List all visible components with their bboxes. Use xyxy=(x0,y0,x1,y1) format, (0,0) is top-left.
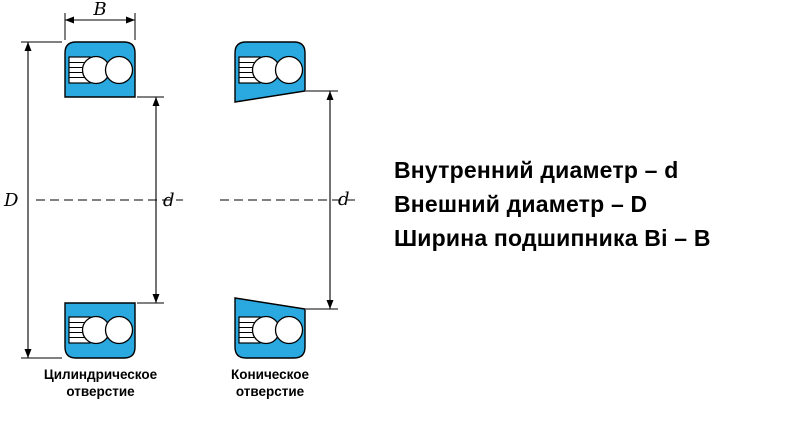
legend-line-width: Ширина подшипника Bi – B xyxy=(394,225,711,251)
legend-line-inner-diameter: Внутренний диаметр – d xyxy=(394,157,679,183)
arrow-icon xyxy=(152,294,160,303)
legend-line-outer-diameter: Внешний диаметр – D xyxy=(394,191,648,217)
caption-line: отверстие xyxy=(235,384,305,399)
dimension-B-label: B xyxy=(92,0,106,20)
bearing-cylindrical-diagram: B D d xyxy=(3,0,183,359)
caption-cylindrical-bore: Цилиндрическое отверстие xyxy=(18,366,183,400)
caption-line: Коническое xyxy=(231,367,309,382)
arrow-icon xyxy=(24,42,32,51)
bearing-conical-diagram: d xyxy=(220,41,356,359)
arrow-icon xyxy=(24,349,32,358)
dimension-d-label: d xyxy=(338,189,350,210)
dimension-d-label: d xyxy=(163,190,175,211)
caption-line: отверстие xyxy=(66,384,135,399)
bearing-section-bottom xyxy=(64,302,136,359)
bearing-section-bottom xyxy=(234,297,306,359)
ball-icon xyxy=(274,55,304,85)
caption-line: Цилиндрическое xyxy=(43,367,158,382)
arrow-icon xyxy=(326,91,334,100)
arrow-icon xyxy=(152,97,160,106)
arrow-icon xyxy=(326,300,334,309)
bearing-section-top xyxy=(234,41,306,103)
dimension-legend: Внутренний диаметр – d Внешний диаметр –… xyxy=(394,153,784,255)
arrow-icon xyxy=(65,16,74,24)
dimension-D-label: D xyxy=(3,190,19,211)
ball-icon xyxy=(104,55,134,85)
arrow-icon xyxy=(126,16,135,24)
caption-conical-bore: Коническое отверстие xyxy=(200,366,340,400)
bearing-section-top xyxy=(64,41,136,98)
